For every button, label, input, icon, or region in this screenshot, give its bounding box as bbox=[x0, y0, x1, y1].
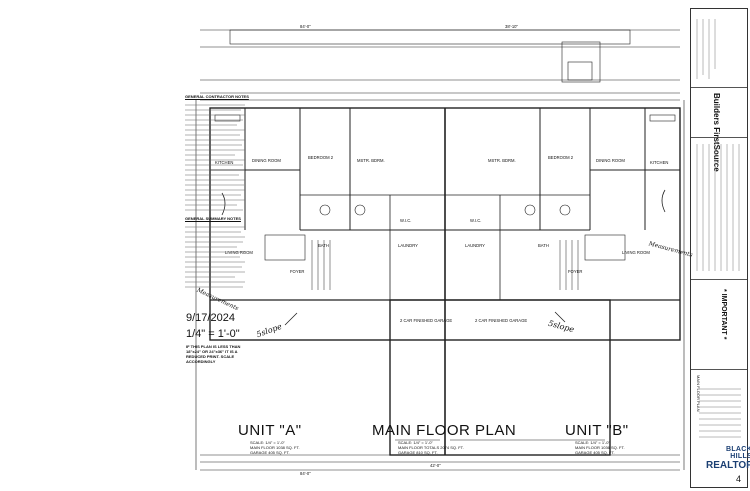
unit-b-main: MAIN FLOOR 1036 SQ. FT. bbox=[575, 445, 625, 450]
room-mstr-a: MSTR. BDRM. bbox=[357, 158, 385, 163]
unit-a-main: MAIN FLOOR 1038 SQ. FT. bbox=[250, 445, 300, 450]
main-floor-plan-title: MAIN FLOOR PLAN bbox=[372, 422, 517, 439]
brand-logo: BLACK HILLS REALTORS bbox=[706, 446, 750, 471]
dim-deck-top: 38'-10" bbox=[505, 24, 518, 29]
room-wic-a: W.I.C. bbox=[400, 218, 412, 223]
room-wic-b: W.I.C. bbox=[470, 218, 482, 223]
room-bath-b: BATH bbox=[538, 243, 549, 248]
reduced-print-note: IF THIS PLAN IS LESS THAN 18"x24" OR 24"… bbox=[186, 344, 241, 364]
room-foyer-b: FOYER bbox=[568, 269, 583, 274]
unit-b-garage: GARAGE 405 SQ. FT. bbox=[575, 450, 615, 455]
main-floor-scale: SCALE: 1/4" = 1'-0" bbox=[398, 440, 433, 445]
room-bath-a: BATH bbox=[318, 243, 329, 248]
general-summary-notes-title: GENERAL SUMMARY NOTES bbox=[185, 215, 241, 221]
notes-text-lines bbox=[185, 105, 245, 211]
main-floor-garage: GARAGE 810 SQ. FT. bbox=[398, 450, 438, 455]
brand-name-line1: BLACK HILLS bbox=[726, 446, 750, 460]
unit-a-scale: SCALE: 1/4" = 1'-0" bbox=[250, 440, 285, 445]
room-bedroom2-b: BEDROOM 2 bbox=[548, 155, 574, 160]
contractor-notes: GENERAL CONTRACTOR NOTES GENERAL SUMMARY… bbox=[185, 94, 249, 295]
room-kitchen-b: KITCHEN bbox=[650, 160, 669, 165]
dim-garage-width: 42'-0" bbox=[430, 463, 441, 468]
summary-text-lines bbox=[185, 226, 245, 288]
room-kitchen-a: KITCHEN bbox=[215, 160, 234, 165]
unit-a-title: UNIT "A" bbox=[238, 422, 302, 439]
brand-name-line2: REALTORS bbox=[706, 460, 750, 471]
dim-overall-top: 84'-0" bbox=[300, 24, 311, 29]
unit-a-info: SCALE: 1/4" = 1'-0" MAIN FLOOR 1038 SQ. … bbox=[250, 440, 300, 455]
room-laundry-a: LAUNDRY bbox=[398, 243, 418, 248]
unit-a-garage: GARAGE 405 SQ. FT. bbox=[250, 450, 290, 455]
unit-b-info: SCALE: 1/4" = 1'-0" MAIN FLOOR 1036 SQ. … bbox=[575, 440, 625, 455]
main-floor-totals: MAIN FLOOR TOTALS 2074 SQ. FT. bbox=[398, 445, 464, 450]
room-foyer-a: FOYER bbox=[290, 269, 305, 274]
room-bedroom2-a: BEDROOM 2 bbox=[308, 155, 334, 160]
plan-date: 9/17/2024 bbox=[186, 312, 235, 324]
plan-scale: 1/4" = 1'-0" bbox=[186, 328, 240, 340]
room-garage-b: 2 CAR FINISHED GARAGE bbox=[475, 318, 528, 323]
page-number: 4 bbox=[736, 474, 742, 484]
room-dining-a: DINING ROOM bbox=[252, 158, 281, 163]
general-contractor-notes-title: GENERAL CONTRACTOR NOTES bbox=[185, 94, 249, 99]
unit-b-title: UNIT "B" bbox=[565, 422, 629, 439]
title-block-lines bbox=[696, 19, 741, 438]
room-living-b: LIVING ROOM bbox=[622, 250, 650, 255]
main-floor-info: SCALE: 1/4" = 1'-0" MAIN FLOOR TOTALS 20… bbox=[398, 440, 464, 455]
room-dining-b: DINING ROOM bbox=[596, 158, 625, 163]
room-mstr-b: MSTR. BDRM. bbox=[488, 158, 516, 163]
dim-overall-bottom: 84'-0" bbox=[300, 471, 311, 476]
unit-b-scale: SCALE: 1/4" = 1'-0" bbox=[575, 440, 610, 445]
title-block: Builders FirstSource * IMPORTANT * MAIN … bbox=[690, 8, 748, 488]
room-garage-a: 2 CAR FINISHED GARAGE bbox=[400, 318, 453, 323]
room-laundry-b: LAUNDRY bbox=[465, 243, 485, 248]
